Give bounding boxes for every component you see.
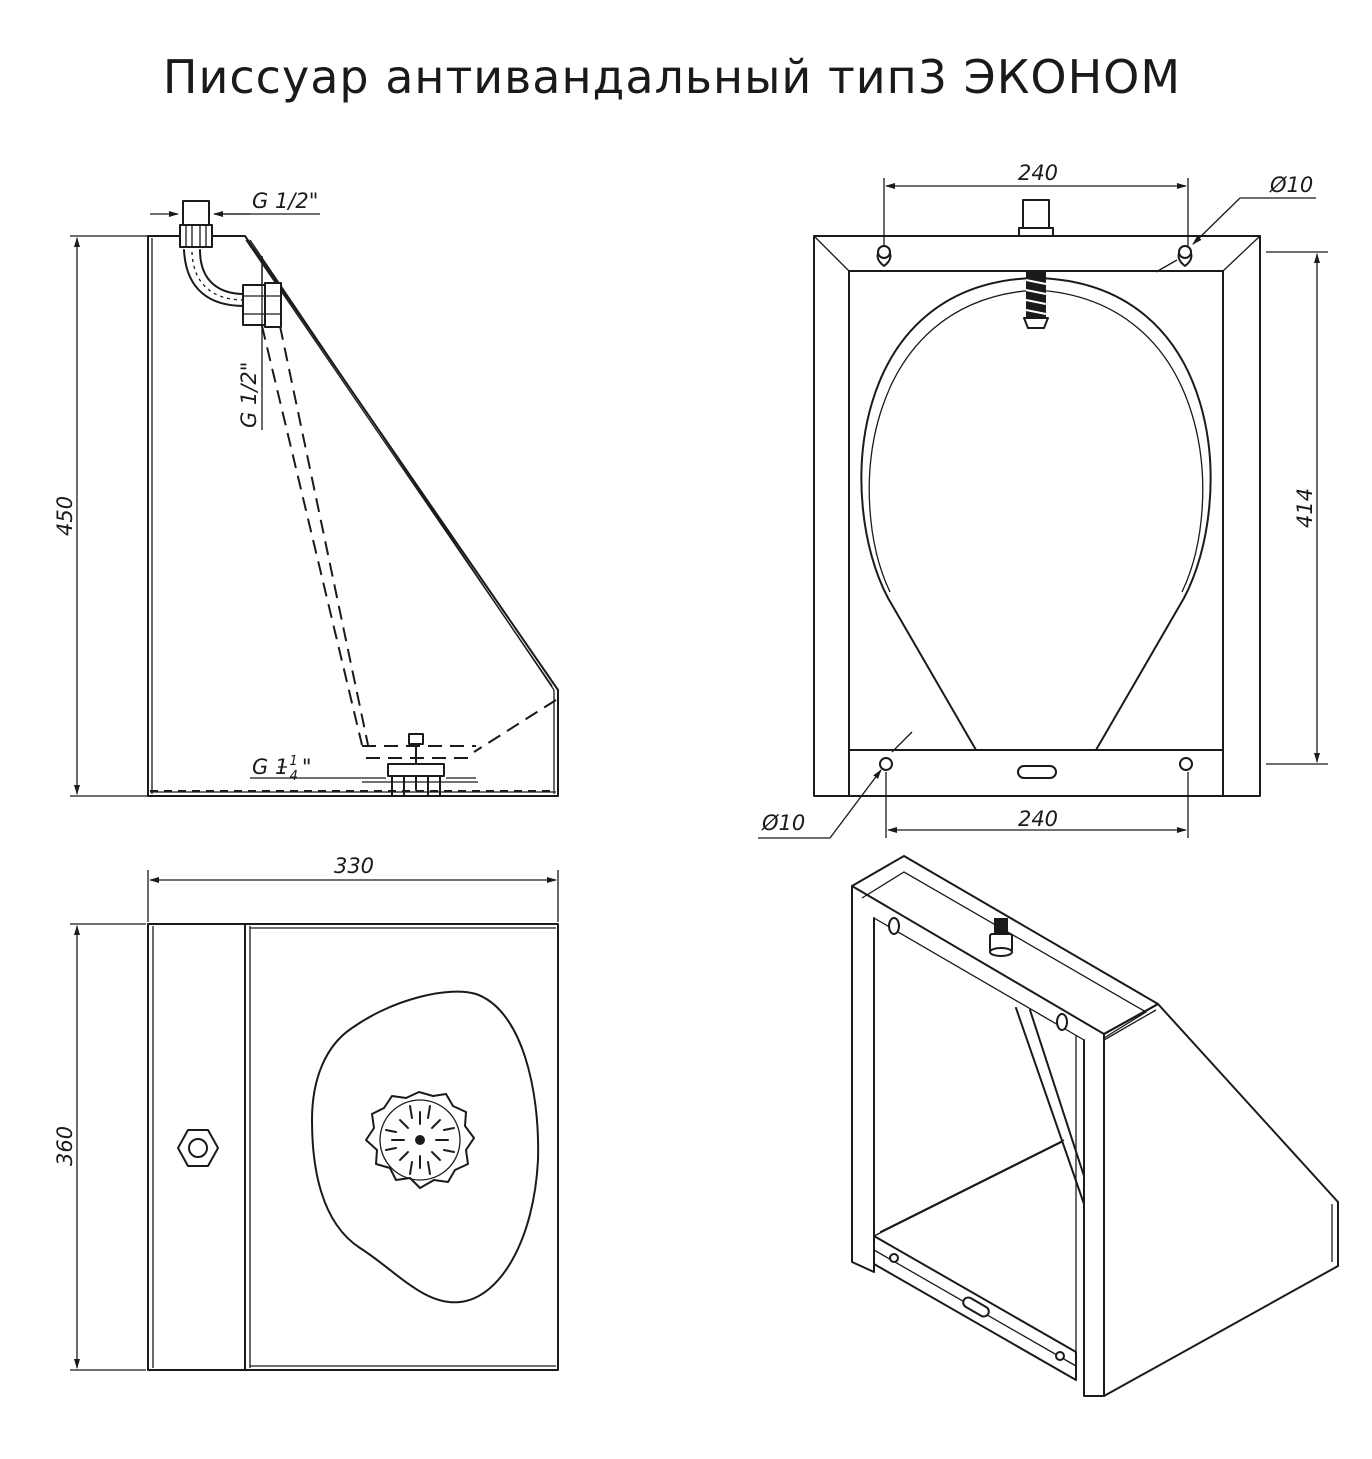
iso-inlet-stub <box>989 918 1013 957</box>
drain-slot <box>1017 765 1057 779</box>
inlet-thread-label: G 1/2" <box>252 189 318 213</box>
iso-keyhole-right <box>1056 1013 1068 1031</box>
top-view: 330 360 <box>53 854 559 1371</box>
mount-hole-right <box>1179 757 1193 771</box>
drawing-title: Писсуар антивандальный тип3 ЭКОНОМ <box>163 50 1181 104</box>
front-bottom-hole-label: Ø10 <box>761 811 805 835</box>
side-view-body-outline <box>147 235 559 797</box>
front-inner-frame <box>848 270 1224 797</box>
side-height-dim: 450 <box>53 496 77 536</box>
top-view-outline <box>147 923 559 1371</box>
top-width-dim: 330 <box>334 854 374 878</box>
drain-assembly <box>362 733 478 797</box>
isometric-view <box>851 855 1339 1397</box>
iso-keyhole-left <box>888 917 900 935</box>
iso-side-panel <box>1103 1003 1339 1397</box>
drain-grate <box>365 1091 475 1189</box>
front-top-spacing: 240 <box>1018 161 1058 185</box>
spray-spring <box>1023 272 1049 329</box>
top-bowl-opening <box>311 990 540 1304</box>
front-top-hole-label: Ø10 <box>1269 173 1313 197</box>
inlet-fitting <box>182 200 210 226</box>
iso-drain-slot <box>962 1296 990 1318</box>
flexible-hose <box>183 249 245 307</box>
front-bottom-spacing: 240 <box>1018 807 1058 831</box>
front-height-dim: 414 <box>1293 488 1317 528</box>
top-depth-dim: 360 <box>53 1126 77 1166</box>
iso-bottom-rail <box>873 1235 1077 1381</box>
mount-hole-left <box>879 757 893 771</box>
front-view: 240 Ø10 414 240 Ø10 <box>758 161 1328 839</box>
pipe-thread-label: G 1/2" <box>237 362 261 428</box>
